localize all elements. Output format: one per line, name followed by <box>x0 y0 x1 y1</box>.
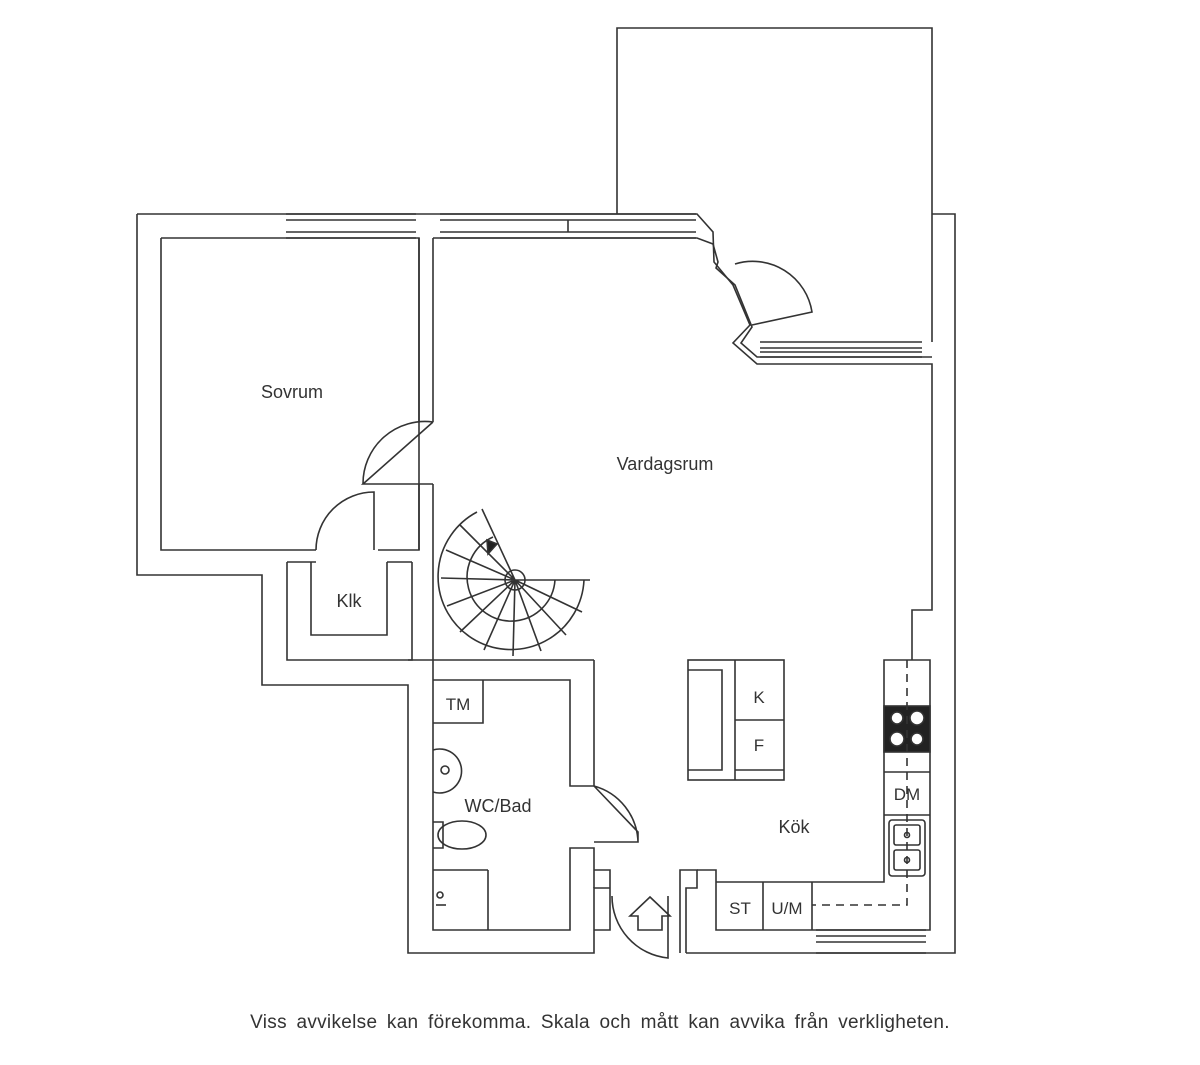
entrance-arrow-icon <box>627 895 673 931</box>
disclaimer-text: Viss avvikelse kan förekomma. Skala och … <box>250 1012 950 1033</box>
room-label-klk: Klk <box>336 591 362 611</box>
fixture-label-tm: TM <box>446 695 471 714</box>
partition-bed-living <box>418 238 434 660</box>
bath-walls <box>408 659 595 931</box>
spiral-staircase <box>437 508 590 657</box>
counter-cabinets <box>762 882 813 930</box>
room-label-vardagsrum: Vardagsrum <box>617 454 714 474</box>
balcony <box>616 27 933 342</box>
fixture-label-dm: DM <box>894 785 920 804</box>
fixture-label-k: K <box>753 688 765 707</box>
overhead-cabinets <box>812 660 908 906</box>
closet-walls <box>286 561 413 661</box>
fixture-label-um: U/M <box>771 899 802 918</box>
room-label-sovrum: Sovrum <box>261 382 323 402</box>
inner-wall-living <box>433 237 932 358</box>
windows <box>286 213 926 954</box>
shower-rail <box>433 869 489 930</box>
doors <box>315 260 813 959</box>
tm-box <box>433 680 484 724</box>
washbasin-icon <box>432 748 463 794</box>
outer-wall <box>136 213 956 954</box>
toilet-icon <box>433 820 487 850</box>
stove-icon <box>883 705 931 753</box>
entrance-walls <box>594 869 816 954</box>
kitchen-walls <box>697 659 931 931</box>
room-label-kok: Kök <box>778 817 810 837</box>
fixture-label-st: ST <box>729 899 751 918</box>
room-label-wc-bad: WC/Bad <box>464 796 531 816</box>
kitchen-island <box>687 659 785 781</box>
fixture-label-f: F <box>754 736 764 755</box>
